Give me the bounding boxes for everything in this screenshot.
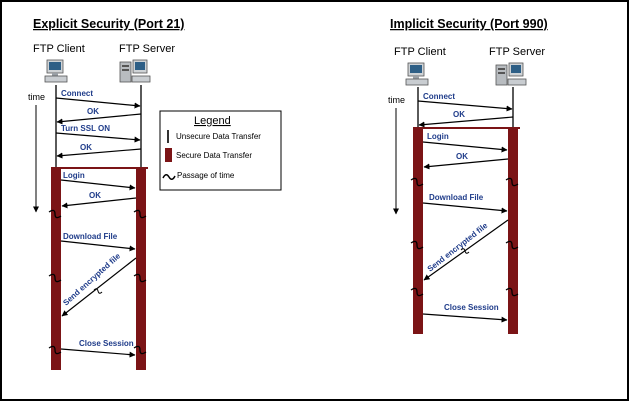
explicit-server-break-1 (133, 209, 147, 219)
explicit-arrow-turn-ssl (55, 132, 141, 143)
implicit-msg-send-encrypted: Send encrypted file (426, 221, 490, 274)
implicit-msg-connect: Connect (423, 92, 455, 101)
explicit-send-break (93, 288, 103, 294)
explicit-msg-ok3: OK (89, 191, 101, 200)
implicit-time-breaks (410, 177, 519, 297)
implicit-client-break-1 (410, 177, 424, 187)
explicit-arrow-login (60, 179, 136, 191)
explicit-client-break-1 (48, 209, 62, 219)
implicit-server-secure-bar (508, 128, 518, 334)
implicit-client-label: FTP Client (394, 46, 446, 58)
implicit-client-computer-icon (405, 62, 429, 86)
implicit-server-label: FTP Server (489, 46, 545, 58)
implicit-arrow-send-encrypted (423, 219, 509, 281)
explicit-msg-ok1: OK (87, 107, 99, 116)
explicit-msg-connect: Connect (61, 89, 93, 98)
implicit-time-label: time (388, 95, 405, 105)
explicit-arrow-ok3 (61, 197, 137, 209)
explicit-time-label: time (28, 92, 45, 102)
explicit-server-break-3 (133, 345, 147, 355)
implicit-msg-download: Download File (429, 193, 484, 202)
explicit-arrow-ok1 (56, 113, 142, 125)
legend-secure-label: Secure Data Transfer (176, 151, 252, 160)
explicit-arrow-close (60, 348, 136, 358)
explicit-msg-send-encrypted: Send encrypted file (61, 251, 122, 307)
explicit-client-computer-icon (44, 59, 68, 83)
explicit-msg-login: Login (63, 171, 85, 180)
explicit-server-label: FTP Server (119, 43, 175, 55)
explicit-client-break-2 (48, 273, 62, 283)
implicit-title: Implicit Security (Port 990) (390, 17, 548, 31)
implicit-msg-ok2: OK (456, 152, 468, 161)
implicit-msg-ok1: OK (453, 110, 465, 119)
implicit-arrow-login (422, 141, 508, 153)
implicit-server-break-2 (505, 240, 519, 250)
implicit-client-break-2 (410, 240, 424, 250)
implicit-arrow-connect (417, 100, 513, 112)
explicit-msg-close: Close Session (79, 339, 134, 348)
implicit-client-break-3 (410, 287, 424, 297)
explicit-client-secure-bar (51, 168, 61, 370)
explicit-arrow-download (60, 240, 136, 252)
implicit-arrow-close (422, 313, 508, 323)
explicit-server-secure-bar (136, 168, 146, 370)
implicit-client-secure-bar (413, 128, 423, 334)
explicit-server-break-2 (133, 273, 147, 283)
implicit-msg-close: Close Session (444, 303, 499, 312)
implicit-server-break-3 (505, 287, 519, 297)
legend-passage-icon (162, 174, 176, 180)
explicit-client-label: FTP Client (33, 43, 85, 55)
explicit-arrow-send-encrypted (61, 257, 137, 317)
legend-box (159, 110, 282, 191)
explicit-time-breaks (48, 209, 147, 355)
legend-secure-swatch (165, 148, 172, 162)
implicit-send-break (460, 248, 470, 254)
explicit-msg-turn-ssl: Turn SSL ON (61, 124, 110, 133)
explicit-arrow-ok2 (56, 148, 142, 159)
implicit-server-icon (495, 62, 527, 86)
explicit-server-icon (119, 59, 151, 83)
explicit-msg-download: Download File (63, 232, 118, 241)
legend-passage-label: Passage of time (177, 171, 235, 180)
implicit-server-break-1 (505, 177, 519, 187)
implicit-arrow-download (422, 202, 508, 214)
explicit-client-break-3 (48, 345, 62, 355)
explicit-arrow-connect (55, 97, 141, 109)
implicit-arrow-ok1 (418, 116, 514, 128)
explicit-msg-ok2: OK (80, 143, 92, 152)
legend-unsecure-label: Unsecure Data Transfer (176, 132, 261, 141)
explicit-title: Explicit Security (Port 21) (33, 17, 184, 31)
legend-title: Legend (194, 115, 231, 127)
implicit-msg-login: Login (427, 132, 449, 141)
implicit-arrow-ok2 (423, 158, 509, 170)
